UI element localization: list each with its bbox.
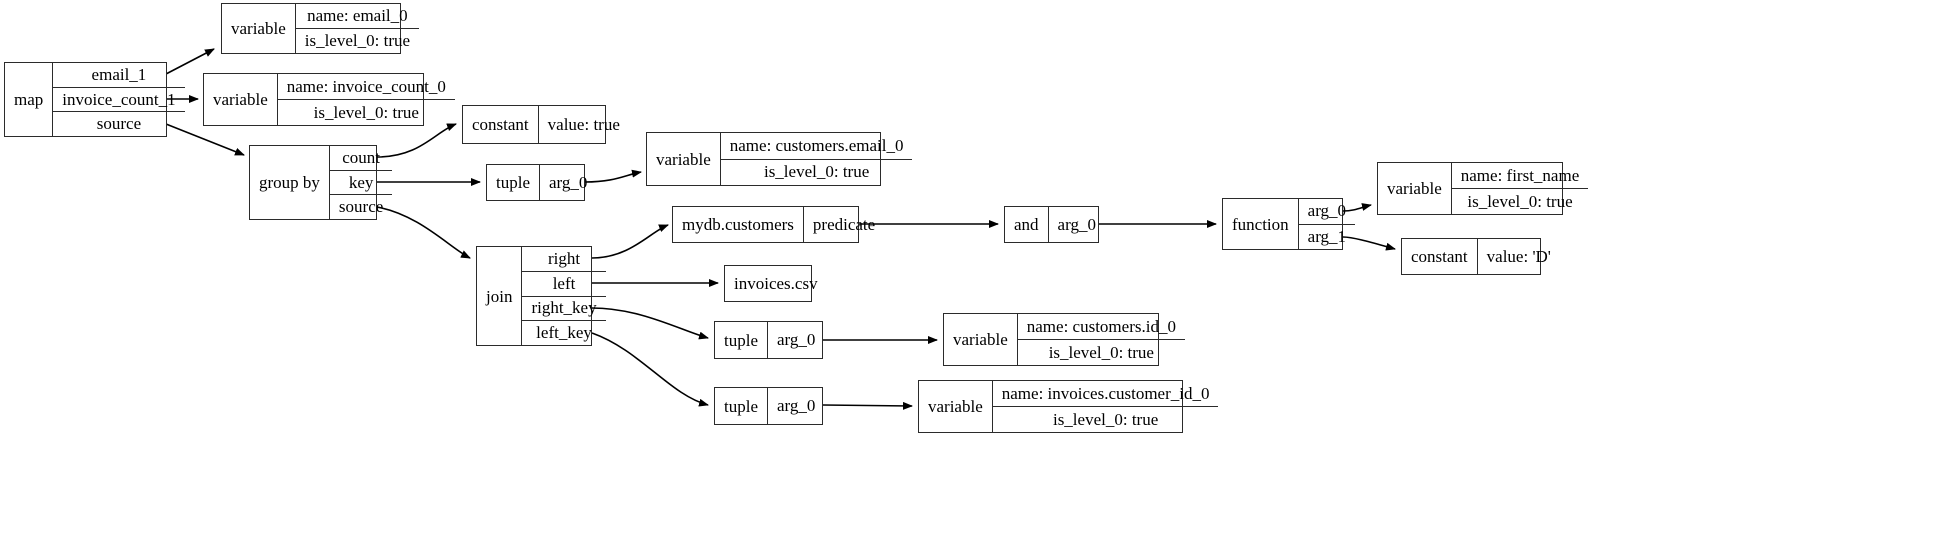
attr-name: name: first_name — [1460, 165, 1580, 185]
port-arg-0[interactable]: arg_0 — [777, 396, 816, 415]
edge-join-right-to-mydb-customers — [591, 224, 669, 259]
node-group-by-ports: count key source — [328, 146, 393, 219]
node-variable-label: variable — [213, 90, 268, 109]
node-invoices-csv[interactable]: invoices.csv — [724, 265, 818, 302]
node-join-ports: right left right_key left_key — [521, 247, 606, 345]
edge-function-arg1-to-const-d — [1342, 236, 1396, 251]
attr-value: value: true — [547, 114, 620, 134]
edge-map-email1-to-var-email0 — [165, 48, 215, 75]
node-map-label: map — [14, 90, 44, 109]
attr-name: name: customers.email_0 — [729, 135, 904, 155]
edge-function-arg0-to-var-firstname — [1342, 203, 1372, 212]
node-variable-invoices-customer-id-0-attrs: name: invoices.customer_id_0 is_level_0:… — [991, 381, 1219, 432]
port-left-key[interactable]: left_key — [522, 320, 606, 345]
node-variable-email-0-attrs: name: email_0 is_level_0: true — [294, 4, 420, 53]
node-map-ports: email_1 invoice_count_1 source — [52, 63, 185, 136]
edge-join-leftkey-to-tuple-leftkey — [591, 332, 709, 407]
node-constant-label: constant — [472, 115, 529, 134]
attr-is-level-0: is_level_0: true — [1451, 188, 1589, 214]
node-variable-label: variable — [656, 149, 711, 169]
attr-name: name: email_0 — [307, 6, 408, 25]
edge-join-rightkey-to-tuple-rightkey — [591, 307, 709, 340]
attr-name: name: invoices.customer_id_0 — [1001, 383, 1210, 403]
node-constant-label: constant — [1411, 247, 1468, 266]
node-tuple-key-ports: arg_0 — [539, 165, 596, 200]
port-right[interactable]: right — [547, 248, 581, 268]
node-constant-d[interactable]: constant value: 'D' — [1401, 238, 1551, 275]
node-variable-customers-id-0-attrs: name: customers.id_0 is_level_0: true — [1016, 314, 1185, 365]
edge-groupby-count-to-const-true — [376, 123, 457, 158]
node-tuple-right-key[interactable]: tuple arg_0 — [714, 321, 823, 359]
node-function[interactable]: function arg_0 arg_1 — [1222, 198, 1356, 250]
attr-value: value: 'D' — [1486, 246, 1551, 266]
node-tuple-label: tuple — [496, 173, 530, 192]
node-tuple-right-key-ports: arg_0 — [767, 322, 824, 358]
node-and-label: and — [1014, 215, 1039, 234]
attr-is-level-0: is_level_0: true — [992, 406, 1219, 432]
port-arg-0[interactable]: arg_0 — [777, 330, 816, 349]
port-invoice-count-1[interactable]: invoice_count_1 — [53, 86, 185, 112]
node-variable-label: variable — [1387, 179, 1442, 198]
attr-is-level-0: is_level_0: true — [720, 158, 913, 186]
node-mydb-customers-ports: predicate — [802, 207, 884, 242]
port-count[interactable]: count — [342, 147, 380, 167]
port-arg-0[interactable]: arg_0 — [1307, 201, 1347, 221]
node-constant-true[interactable]: constant value: true — [462, 105, 620, 144]
node-join[interactable]: join right left right_key left_key — [476, 246, 606, 346]
node-variable-first-name-attrs: name: first_name is_level_0: true — [1450, 163, 1589, 214]
node-variable-first-name[interactable]: variable name: first_name is_level_0: tr… — [1377, 162, 1589, 215]
node-variable-customers-email-0-attrs: name: customers.email_0 is_level_0: true — [719, 133, 913, 186]
port-arg-0[interactable]: arg_0 — [549, 172, 588, 192]
node-map[interactable]: map email_1 invoice_count_1 source — [4, 62, 185, 137]
port-right-key[interactable]: right_key — [522, 295, 606, 321]
node-group-by-label: group by — [259, 173, 320, 192]
edge-map-source-to-groupby — [165, 123, 245, 156]
node-tuple-left-key-ports: arg_0 — [767, 388, 824, 424]
node-function-label: function — [1232, 214, 1289, 234]
attr-is-level-0: is_level_0: true — [295, 28, 420, 53]
port-source[interactable]: source — [53, 111, 185, 136]
attr-is-level-0: is_level_0: true — [1017, 339, 1185, 365]
node-variable-label: variable — [231, 19, 286, 38]
node-variable-label: variable — [953, 330, 1008, 349]
node-tuple-label: tuple — [724, 396, 758, 416]
node-constant-d-attrs: value: 'D' — [1476, 239, 1560, 274]
node-tuple-key[interactable]: tuple arg_0 — [486, 164, 587, 201]
attr-name: name: customers.id_0 — [1026, 316, 1176, 336]
node-tuple-label: tuple — [724, 330, 758, 350]
node-constant-true-attrs: value: true — [537, 106, 629, 143]
node-tuple-left-key[interactable]: tuple arg_0 — [714, 387, 823, 425]
node-variable-customers-id-0[interactable]: variable name: customers.id_0 is_level_0… — [943, 313, 1185, 366]
edge-tuple-leftkey-to-var-invoices-cust — [822, 401, 913, 410]
port-left[interactable]: left — [522, 270, 606, 296]
edge-groupby-source-to-join — [376, 206, 471, 259]
edge-tuple-key-to-var-customers-email — [584, 169, 642, 183]
port-arg-1[interactable]: arg_1 — [1298, 223, 1356, 250]
node-variable-label: variable — [928, 397, 983, 416]
node-mydb-customers[interactable]: mydb.customers predicate — [672, 206, 875, 243]
node-variable-invoice-count-0[interactable]: variable name: invoice_count_0 is_level_… — [203, 73, 455, 126]
node-function-ports: arg_0 arg_1 — [1297, 199, 1356, 250]
node-variable-email-0[interactable]: variable name: email_0 is_level_0: true — [221, 3, 420, 54]
port-predicate[interactable]: predicate — [812, 214, 876, 234]
port-email-1[interactable]: email_1 — [91, 64, 147, 84]
port-key[interactable]: key — [329, 169, 393, 195]
node-invoices-csv-label: invoices.csv — [734, 274, 818, 293]
node-and-ports: arg_0 — [1047, 207, 1105, 242]
port-arg-0[interactable]: arg_0 — [1057, 214, 1096, 234]
node-group-by[interactable]: group by count key source — [249, 145, 393, 220]
node-mydb-customers-label: mydb.customers — [682, 215, 794, 234]
node-variable-invoice-count-0-attrs: name: invoice_count_0 is_level_0: true — [276, 74, 455, 125]
port-source[interactable]: source — [329, 194, 393, 219]
attr-name: name: invoice_count_0 — [286, 76, 446, 96]
node-variable-customers-email-0[interactable]: variable name: customers.email_0 is_leve… — [646, 132, 913, 186]
node-and[interactable]: and arg_0 — [1004, 206, 1099, 243]
attr-is-level-0: is_level_0: true — [277, 99, 455, 125]
node-join-label: join — [486, 286, 513, 306]
node-variable-invoices-customer-id-0[interactable]: variable name: invoices.customer_id_0 is… — [918, 380, 1219, 433]
